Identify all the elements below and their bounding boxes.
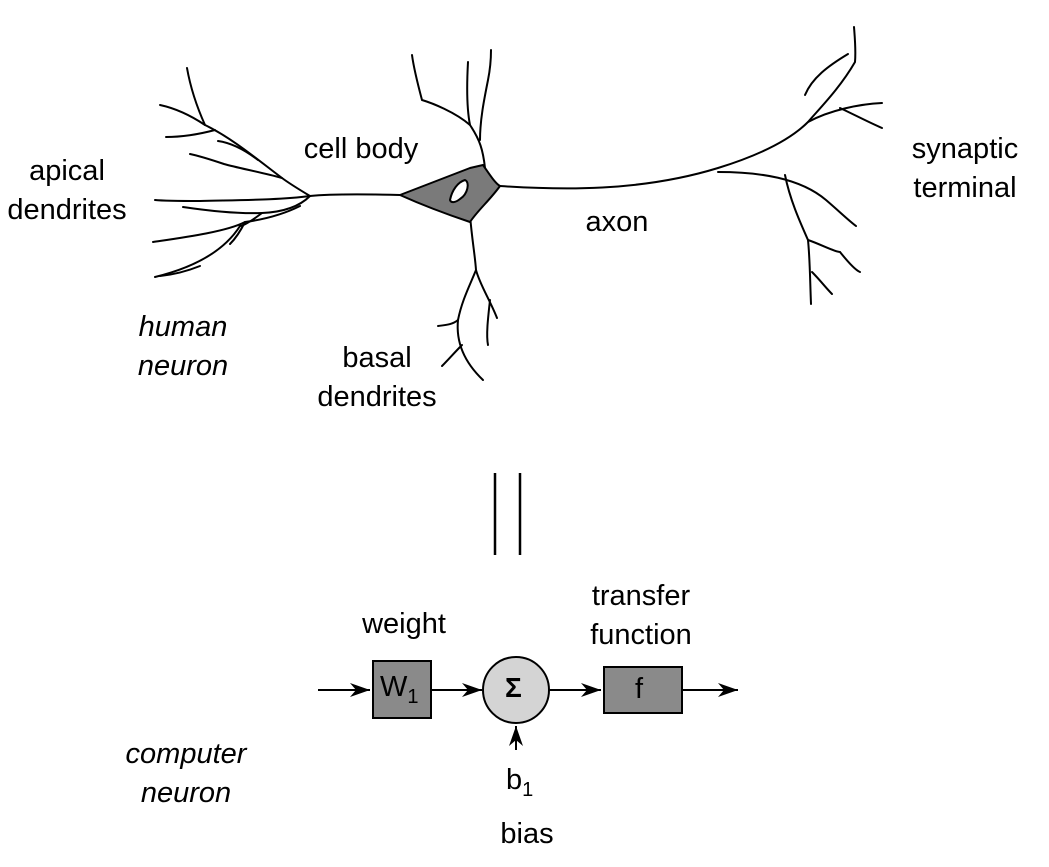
bias-symbol: b1	[506, 764, 533, 802]
synaptic-terminal-branches	[717, 171, 861, 305]
cell-body	[399, 164, 501, 223]
label-terminal: terminal	[913, 172, 1017, 204]
weight-box-text: W1	[380, 671, 419, 709]
weight-symbol: W	[380, 671, 408, 703]
label-apical: apical	[29, 155, 105, 187]
label-bias: bias	[500, 818, 554, 850]
axon-line	[499, 26, 883, 190]
label-axon: axon	[585, 206, 649, 238]
basal-dendrites-lower	[437, 214, 498, 381]
basal-dendrites-upper	[411, 49, 492, 169]
label-computer: computer	[125, 738, 247, 770]
label-basal: basal	[342, 342, 412, 374]
bias-main: b	[506, 764, 523, 796]
label-human: human	[138, 311, 228, 343]
cell-nucleus	[448, 178, 469, 204]
label-cell-body: cell body	[303, 133, 419, 165]
label-neuron-human: neuron	[137, 350, 229, 382]
bias-subscript: 1	[522, 779, 534, 801]
label-weight: weight	[362, 608, 446, 640]
transfer-box-text: f	[635, 673, 644, 705]
cell-body-shape	[399, 164, 501, 223]
equals-sign	[493, 473, 522, 555]
apical-dendrites-branches	[152, 67, 401, 278]
label-transfer: transfer	[591, 580, 691, 612]
label-neuron-computer: neuron	[140, 777, 232, 809]
computer-neuron-drawing	[318, 656, 738, 750]
label-function: function	[590, 619, 692, 651]
weight-subscript: 1	[407, 686, 419, 708]
human-neuron-drawing	[152, 26, 883, 381]
sum-symbol: Σ	[505, 672, 522, 703]
weight-box	[372, 660, 432, 719]
label-dendrites-basal: dendrites	[317, 381, 437, 413]
label-synaptic: synaptic	[911, 133, 1019, 165]
label-dendrites-apical: dendrites	[7, 194, 127, 226]
